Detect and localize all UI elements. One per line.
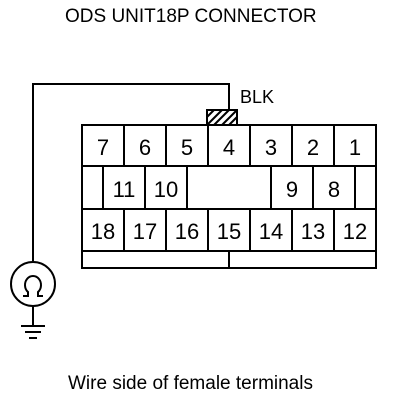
pin-label: 9 — [286, 177, 298, 202]
test-lead-wire — [32, 83, 230, 261]
ohmmeter-icon — [10, 261, 56, 307]
pin-label: 14 — [259, 219, 283, 244]
pin-label: 7 — [97, 135, 109, 160]
diagram-title: ODS UNIT18P CONNECTOR — [65, 6, 317, 27]
wire-color-label: BLK — [240, 87, 274, 107]
pin-label: 13 — [301, 219, 325, 244]
row3-dividers — [123, 209, 335, 251]
pin-label: 5 — [181, 135, 193, 160]
pin-label: 12 — [343, 219, 367, 244]
pin-label-probed: 4 — [223, 135, 235, 160]
pin-label: 16 — [175, 219, 199, 244]
pin-label: 3 — [265, 135, 277, 160]
pin-label: 15 — [217, 219, 241, 244]
row2-dividers — [102, 166, 356, 209]
row1-dividers — [123, 125, 335, 166]
probe-tab — [206, 109, 238, 126]
pin-label: 17 — [133, 219, 157, 244]
pin-label: 8 — [328, 177, 340, 202]
pin-label: 2 — [307, 135, 319, 160]
diagram-caption: Wire side of female terminals — [68, 373, 313, 394]
pin-label: 10 — [154, 177, 178, 202]
ground-icon — [21, 325, 45, 339]
pin-label: 18 — [91, 219, 115, 244]
pin-label: 6 — [139, 135, 151, 160]
pin-label: 1 — [349, 135, 361, 160]
pin-label: 11 — [113, 177, 136, 202]
